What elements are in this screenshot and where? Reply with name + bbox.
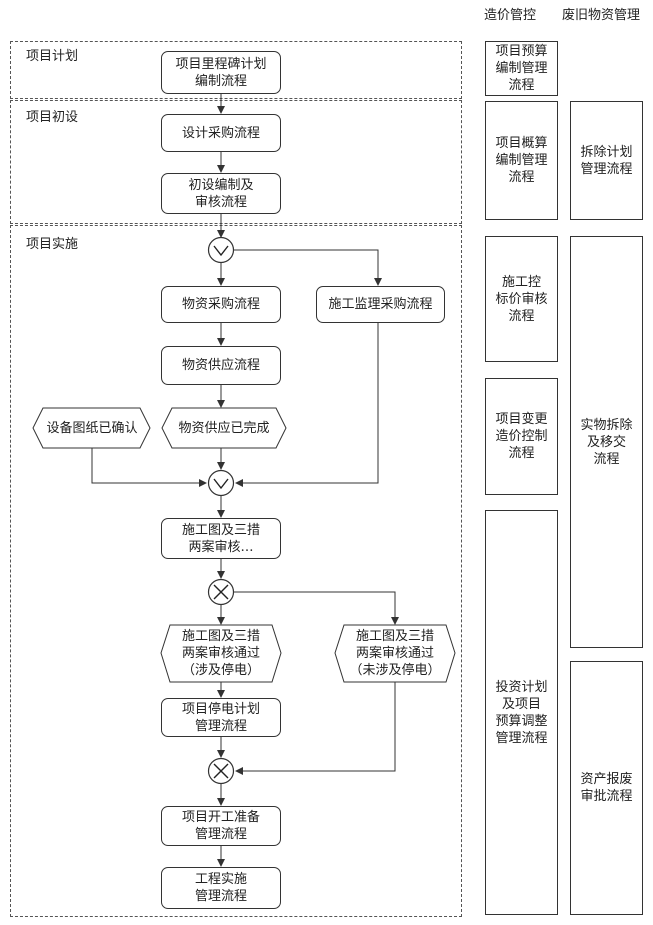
gateway-xor-split-mark-b: [213, 584, 229, 600]
section-label-implementation: 项目实施: [26, 237, 79, 252]
cost-investment-adjust-process[interactable]: 投资计划 及项目 预算调整 管理流程: [485, 510, 558, 915]
process-drawing-review[interactable]: 施工图及三措 两案审核…: [161, 518, 281, 559]
process-construction-supervision-procurement[interactable]: 施工监理采购流程: [316, 286, 445, 323]
gateway-and-split: [207, 236, 235, 264]
cost-estimate-process[interactable]: 项目概算 编制管理 流程: [485, 101, 558, 220]
event-equipment-drawing-shape: [32, 407, 151, 449]
edge-gateway1-to-supervision: [233, 249, 382, 286]
process-material-procurement[interactable]: 物资采购流程: [161, 286, 281, 323]
event-review-passed-no-outage[interactable]: 施工图及三措 两案审核通过 （未涉及停电）: [349, 629, 441, 678]
waste-physical-demolition-process[interactable]: 实物拆除 及移交 流程: [570, 236, 643, 648]
process-milestone-plan[interactable]: 项目里程碑计划 编制流程: [161, 51, 281, 94]
column-header-cost-control: 造价管控: [484, 8, 537, 23]
section-label-initial-design: 项目初设: [26, 110, 79, 125]
cost-budget-process[interactable]: 项目预算 编制管理 流程: [485, 41, 558, 96]
cost-change-control-process[interactable]: 项目变更 造价控制 流程: [485, 378, 558, 495]
gateway-and-split-mark: [213, 245, 229, 257]
gateway-and-join: [207, 469, 235, 497]
process-construction-execution[interactable]: 工程实施 管理流程: [161, 867, 281, 909]
event-review-passed-outage[interactable]: 施工图及三措 两案审核通过 （涉及停电）: [181, 629, 260, 678]
process-outage-plan[interactable]: 项目停电计划 管理流程: [161, 698, 281, 737]
waste-demolition-plan-process[interactable]: 拆除计划 管理流程: [570, 101, 643, 220]
edge-no-outage-to-gateway4: [235, 682, 396, 775]
process-initial-design-review[interactable]: 初设编制及 审核流程: [161, 173, 281, 214]
gateway-xor-join-mark-b: [213, 763, 229, 779]
event-material-supply-completed[interactable]: 物资供应已完成: [178, 420, 270, 436]
section-initial-design: [10, 100, 462, 224]
edge-gateway3-to-no-outage-event: [234, 591, 399, 625]
event-material-completed-shape: [161, 407, 287, 449]
event-equipment-drawing-confirmed[interactable]: 设备图纸已确认: [46, 420, 138, 436]
column-header-waste-material: 废旧物资管理: [562, 8, 641, 23]
event-review-outage-shape: [160, 624, 282, 683]
waste-asset-scrap-process[interactable]: 资产报废 审批流程: [570, 661, 643, 915]
gateway-and-join-mark: [213, 478, 229, 490]
edge-equipment-to-gateway2: [91, 448, 207, 487]
section-label-plan: 项目计划: [26, 49, 79, 64]
process-material-supply[interactable]: 物资供应流程: [161, 346, 281, 385]
section-project-plan: [10, 41, 462, 99]
event-review-no-outage-shape: [334, 624, 456, 683]
section-implementation: [10, 225, 462, 917]
cost-bid-price-review-process[interactable]: 施工控 标价审核 流程: [485, 236, 558, 362]
process-design-procurement[interactable]: 设计采购流程: [161, 114, 281, 152]
process-start-preparation[interactable]: 项目开工准备 管理流程: [161, 806, 281, 846]
edge-supervision-to-gateway2: [235, 323, 379, 487]
